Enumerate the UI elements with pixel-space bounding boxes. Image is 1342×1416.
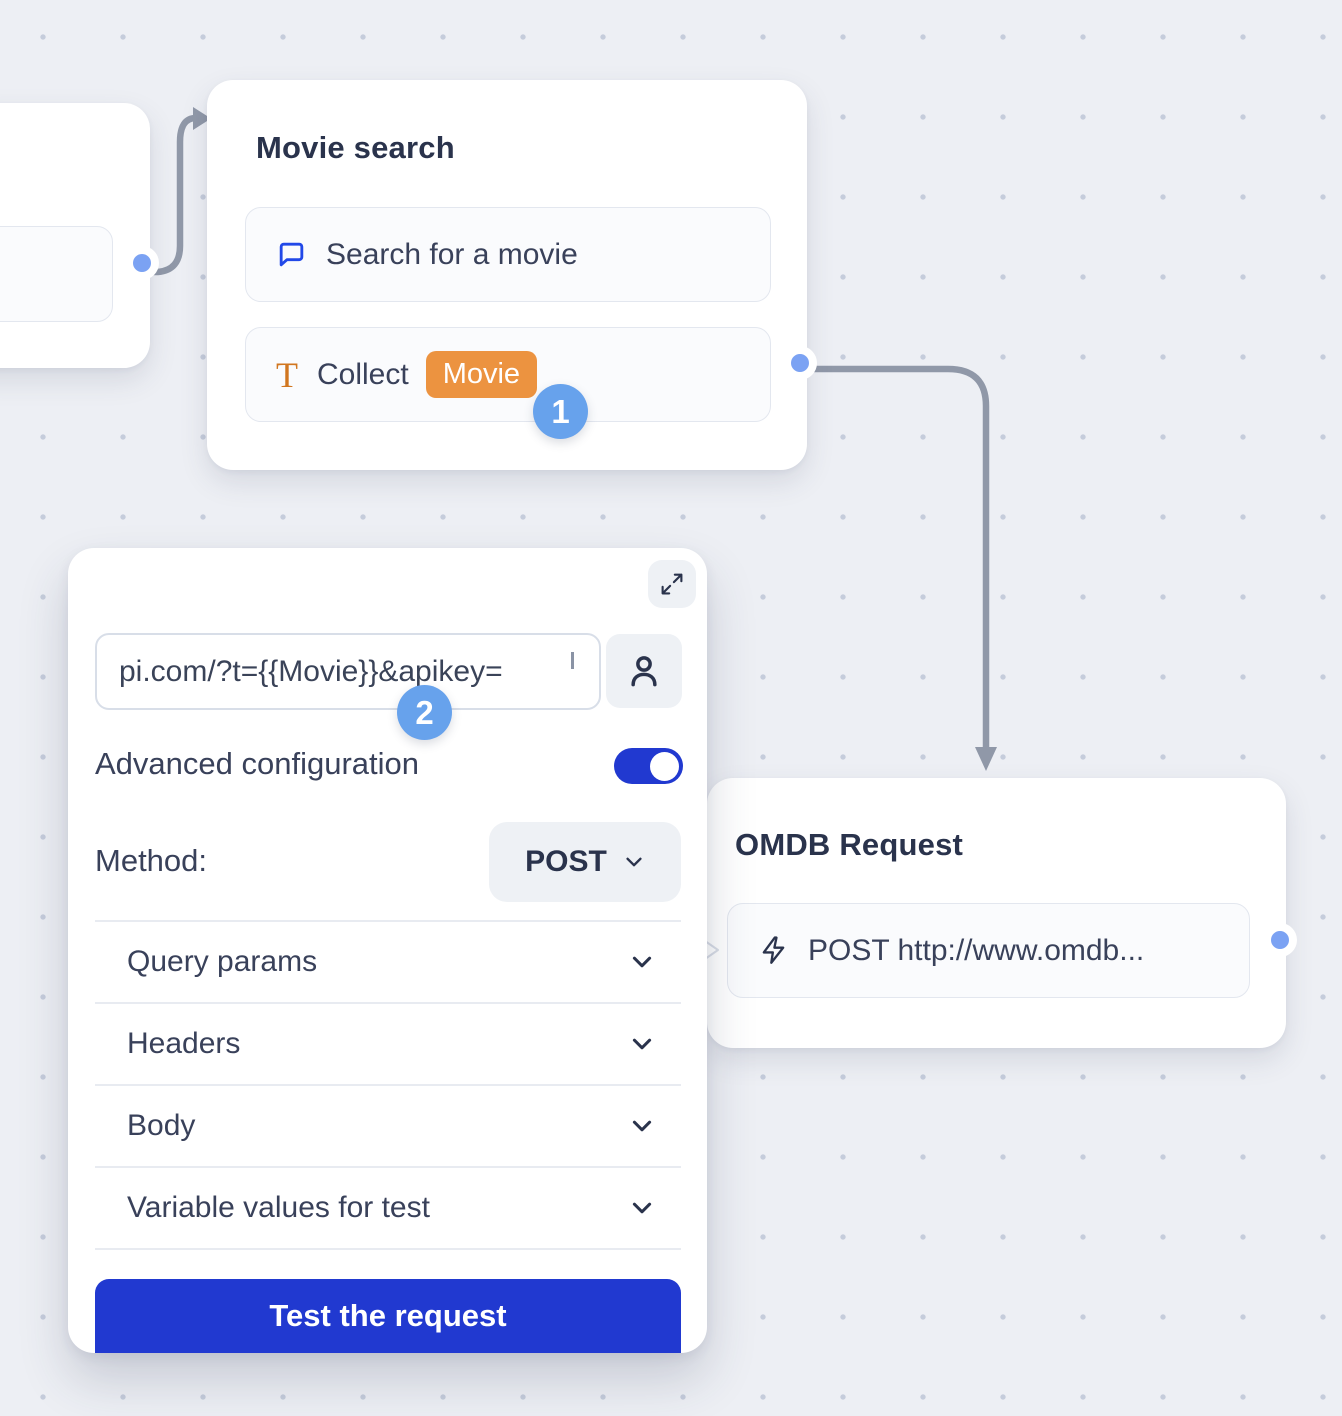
node-item-label: POST http://www.omdb...	[808, 933, 1145, 967]
advanced-configuration-label: Advanced configuration	[95, 746, 420, 781]
chevron-down-icon	[629, 1031, 655, 1057]
chevron-down-icon	[629, 1113, 655, 1139]
omdb-request-node[interactable]: OMDB Request POST http://www.omdb...	[707, 778, 1286, 1048]
section-query-params[interactable]: Query params	[95, 921, 681, 1003]
divider	[95, 1084, 681, 1086]
node-item-collect[interactable]: T Collect Movie	[245, 327, 771, 422]
zap-icon	[758, 935, 789, 966]
person-icon	[623, 650, 665, 692]
variables-button[interactable]	[606, 634, 682, 708]
webhook-config-panel: Advanced configuration Method: POST Quer…	[68, 548, 707, 1353]
chevron-down-icon	[623, 851, 645, 873]
connection-port-output-left-node[interactable]	[133, 254, 151, 272]
method-label: Method:	[95, 843, 208, 878]
chevron-down-icon	[629, 949, 655, 975]
divider	[95, 1248, 681, 1250]
section-variable-values[interactable]: Variable values for test	[95, 1167, 681, 1249]
node-item-webhook[interactable]: POST http://www.omdb...	[727, 903, 1250, 998]
method-select[interactable]: POST	[489, 822, 681, 902]
method-value: POST	[525, 845, 607, 878]
step-2-badge: 2	[397, 685, 452, 740]
step-1-badge: 1	[533, 384, 588, 439]
toggle-knob	[650, 751, 679, 781]
url-input-wrapper	[95, 633, 601, 710]
node-item-label: Search for a movie	[326, 237, 578, 271]
node-item-question[interactable]: Search for a movie	[245, 207, 771, 302]
node-item-label: Collect	[317, 357, 409, 391]
partial-node-card[interactable]	[0, 103, 150, 368]
partial-node-item[interactable]	[0, 226, 113, 322]
text-input-icon: T	[276, 354, 298, 395]
text-caret	[571, 652, 574, 669]
expand-button[interactable]	[648, 560, 696, 608]
divider	[95, 1166, 681, 1168]
expand-icon	[657, 569, 687, 599]
chevron-down-icon	[629, 1195, 655, 1221]
divider	[95, 1002, 681, 1004]
connection-port-output-movie-search[interactable]	[791, 354, 809, 372]
divider	[95, 920, 681, 922]
variable-chip: Movie	[425, 351, 538, 398]
movie-search-node[interactable]: Movie search Search for a movie T Collec…	[207, 80, 807, 470]
test-request-button[interactable]: Test the request	[95, 1279, 681, 1353]
node-title: OMDB Request	[735, 827, 964, 862]
section-headers[interactable]: Headers	[95, 1003, 681, 1085]
node-title: Movie search	[256, 130, 455, 165]
advanced-configuration-toggle[interactable]	[614, 748, 683, 784]
section-body[interactable]: Body	[95, 1085, 681, 1167]
connection-port-output-omdb[interactable]	[1271, 931, 1289, 949]
chat-bubble-icon	[276, 239, 307, 270]
url-input[interactable]	[119, 654, 571, 689]
